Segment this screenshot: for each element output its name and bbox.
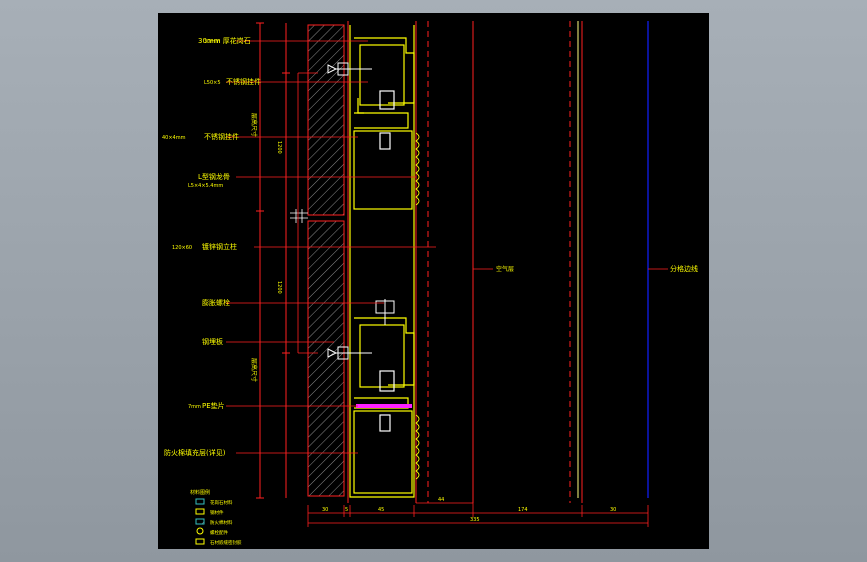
annotation-anchor: 膨胀螺栓 xyxy=(202,298,230,307)
legend-swatch xyxy=(195,508,205,515)
dim-text-3: 45 xyxy=(378,507,384,513)
legend-item-label: 花岗石材料 xyxy=(210,499,233,506)
label-small-1: 30mm xyxy=(204,39,220,45)
dim-text-6: 30 xyxy=(610,507,616,513)
label-small-3: 40×4mm xyxy=(162,135,186,141)
label-small-4: L5×4×5.4mm xyxy=(188,183,223,189)
legend-item-label: 钢材件 xyxy=(210,509,224,516)
legend-item: 钢材件 xyxy=(195,508,224,516)
label-small-2: L50×5 xyxy=(204,80,221,86)
legend-swatch xyxy=(195,498,205,505)
curtain-wall-section-drawing: 30mm L50×5 40×4mm L5×4×5.4mm 120×60 7mm … xyxy=(162,21,698,546)
label-small-6: 7mm xyxy=(188,404,201,410)
legend-item: 螺栓配件 xyxy=(196,527,228,536)
drawing-sheet[interactable]: 30mm L50×5 40×4mm L5×4×5.4mm 120×60 7mm … xyxy=(158,13,709,549)
anchor-bolts xyxy=(327,62,395,360)
annotation-fill: 防火棉填充层(详见) xyxy=(164,448,226,457)
legend-item-label: 螺栓配件 xyxy=(210,529,228,536)
dim-text-5: 174 xyxy=(518,507,528,513)
lower-bracket-assembly xyxy=(354,317,415,432)
dim-text-2: 5 xyxy=(345,507,348,513)
dim-vertical-a: 1200 xyxy=(276,141,282,154)
vertical-label-bottom: 层高尺寸 xyxy=(250,358,258,382)
annotation-pad: PE垫片 xyxy=(202,401,225,410)
section-grid-lines xyxy=(347,21,583,503)
annotation-slot-bracket: 不锈钢挂件 xyxy=(226,77,261,86)
legend-item: 花岗石材料 xyxy=(195,498,233,506)
annotation-stone-visible: 30mm 厚花岗石 xyxy=(198,36,251,45)
vertical-label-top: 层高尺寸 xyxy=(250,113,258,137)
slab-joint xyxy=(290,209,308,223)
pe-pad xyxy=(356,404,412,408)
dim-text-4: 44 xyxy=(438,497,444,503)
annotation-air: 空气层 xyxy=(496,265,514,273)
concrete-wall xyxy=(307,24,345,497)
material-legend: 材料图例 花岗石材料 钢材件 防火棉材料 螺栓配件 xyxy=(190,489,242,546)
legend-item-label: 石材嵌缝密封胶 xyxy=(210,539,242,546)
legend-swatch xyxy=(195,538,205,545)
legend-swatch xyxy=(195,518,205,525)
annotation-hanger: 不锈钢挂件 xyxy=(204,132,239,141)
upper-bracket-assembly xyxy=(354,37,415,150)
label-small-5: 120×60 xyxy=(172,245,192,251)
left-dimension-lines xyxy=(256,22,290,499)
annotation-partition: 分格边线 xyxy=(670,264,698,273)
legend-item: 石材嵌缝密封胶 xyxy=(195,538,242,546)
legend-item-label: 防火棉材料 xyxy=(210,519,233,526)
legend-swatch xyxy=(196,527,204,535)
annotation-keel: L型钢龙骨 xyxy=(198,172,230,181)
annotation-embedded: 钢埋板 xyxy=(202,337,223,346)
bottom-dimension-lines xyxy=(307,495,649,527)
dim-vertical-b: 1200 xyxy=(276,281,282,294)
legend-title: 材料图例 xyxy=(190,489,210,496)
dim-text-total: 335 xyxy=(470,517,480,523)
leader-lines xyxy=(226,40,668,454)
joint-sealant xyxy=(415,132,420,480)
dim-text-1: 30 xyxy=(322,507,328,513)
legend-item: 防火棉材料 xyxy=(195,518,233,526)
annotation-column: 镀锌钢立柱 xyxy=(202,242,237,251)
